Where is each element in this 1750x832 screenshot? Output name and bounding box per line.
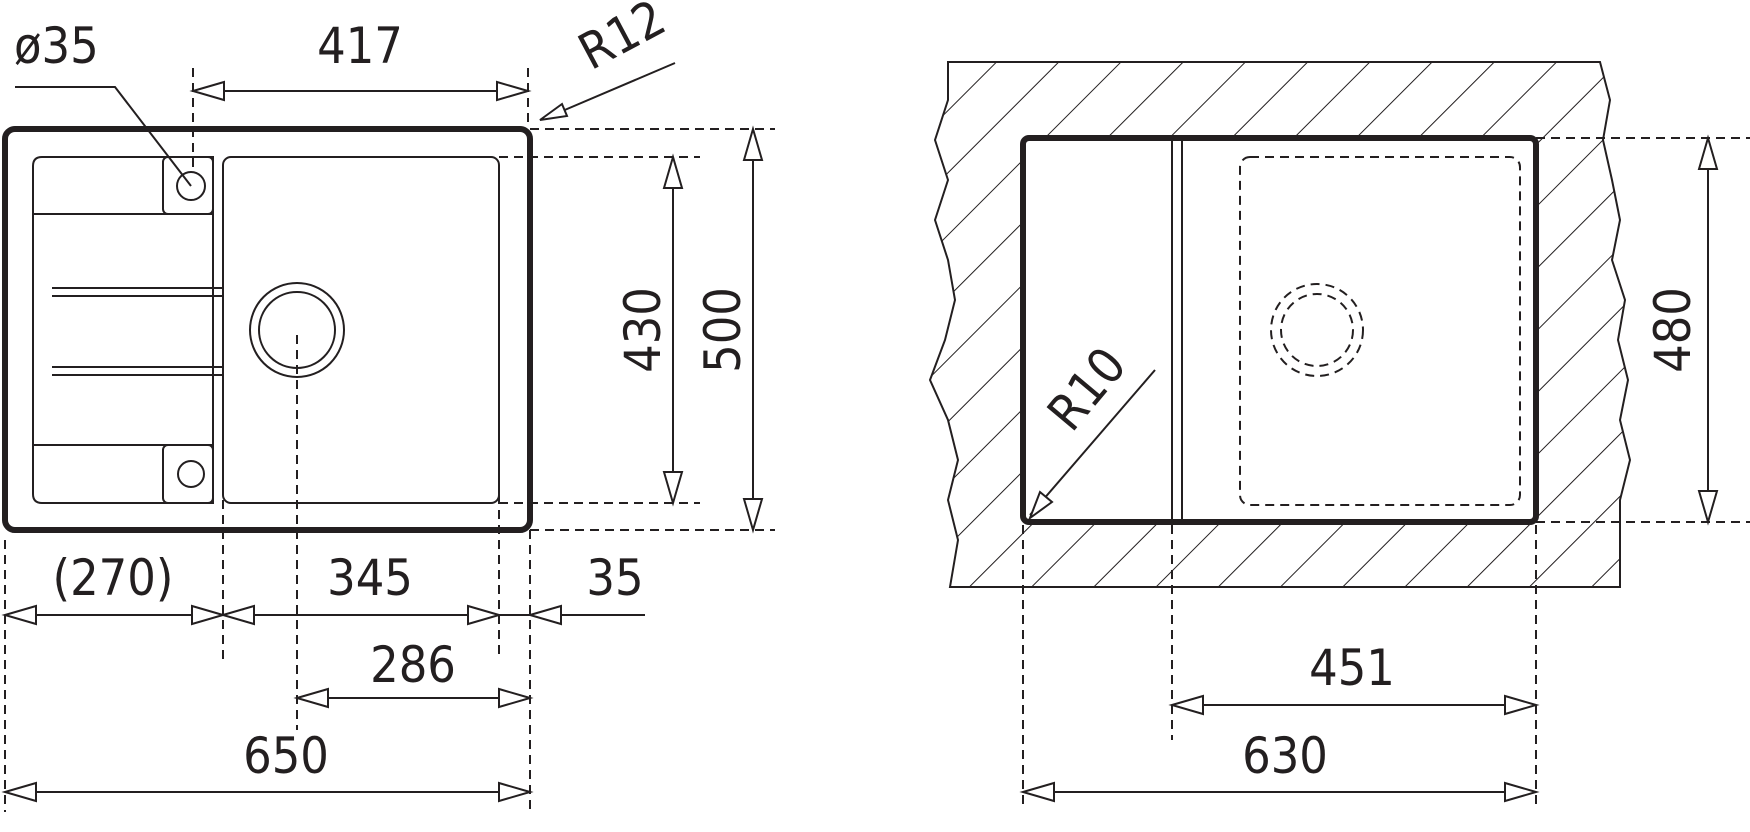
radius-cutout-leader: [1029, 369, 1156, 516]
dim-height-430: 430: [614, 287, 672, 373]
drain-hidden-inner: [1280, 293, 1354, 367]
dim-drainer-270: (270): [53, 549, 174, 607]
dim-hole-diameter: ø35: [14, 17, 99, 75]
dim-width-417: 417: [317, 17, 403, 75]
radius-leader-line: [559, 62, 676, 113]
dim-height-500: 500: [694, 287, 752, 373]
dim-width-451: 451: [1309, 639, 1395, 697]
sink-outer-rim: [2, 126, 533, 533]
right-cutout-view: R10 480 451 630: [928, 61, 1750, 810]
countertop-cutout: [1020, 135, 1539, 525]
drainer-outline: [32, 156, 214, 504]
dim-drain-offset-286: 286: [370, 636, 456, 694]
left-sink-view: ø35 417 R12 430 500 (270) 345 35 286 650: [1, 0, 775, 812]
bowl-hidden-outline: [1239, 156, 1521, 506]
overflow-recess-bottom: [162, 444, 214, 504]
dim-bowl-345: 345: [327, 549, 413, 607]
hole-leader-line: [15, 86, 192, 187]
main-bowl-outline: [222, 156, 500, 504]
tap-hole-recess-top: [162, 156, 214, 215]
tap-hole-top: [176, 171, 206, 201]
drain-outer: [249, 282, 345, 378]
drain-hidden-outer: [1270, 283, 1364, 377]
overflow-hole: [177, 460, 205, 488]
dim-height-480: 480: [1644, 287, 1702, 373]
dim-overall-650: 650: [243, 727, 329, 785]
dim-edge-35: 35: [586, 549, 643, 607]
dim-width-630: 630: [1242, 727, 1328, 785]
